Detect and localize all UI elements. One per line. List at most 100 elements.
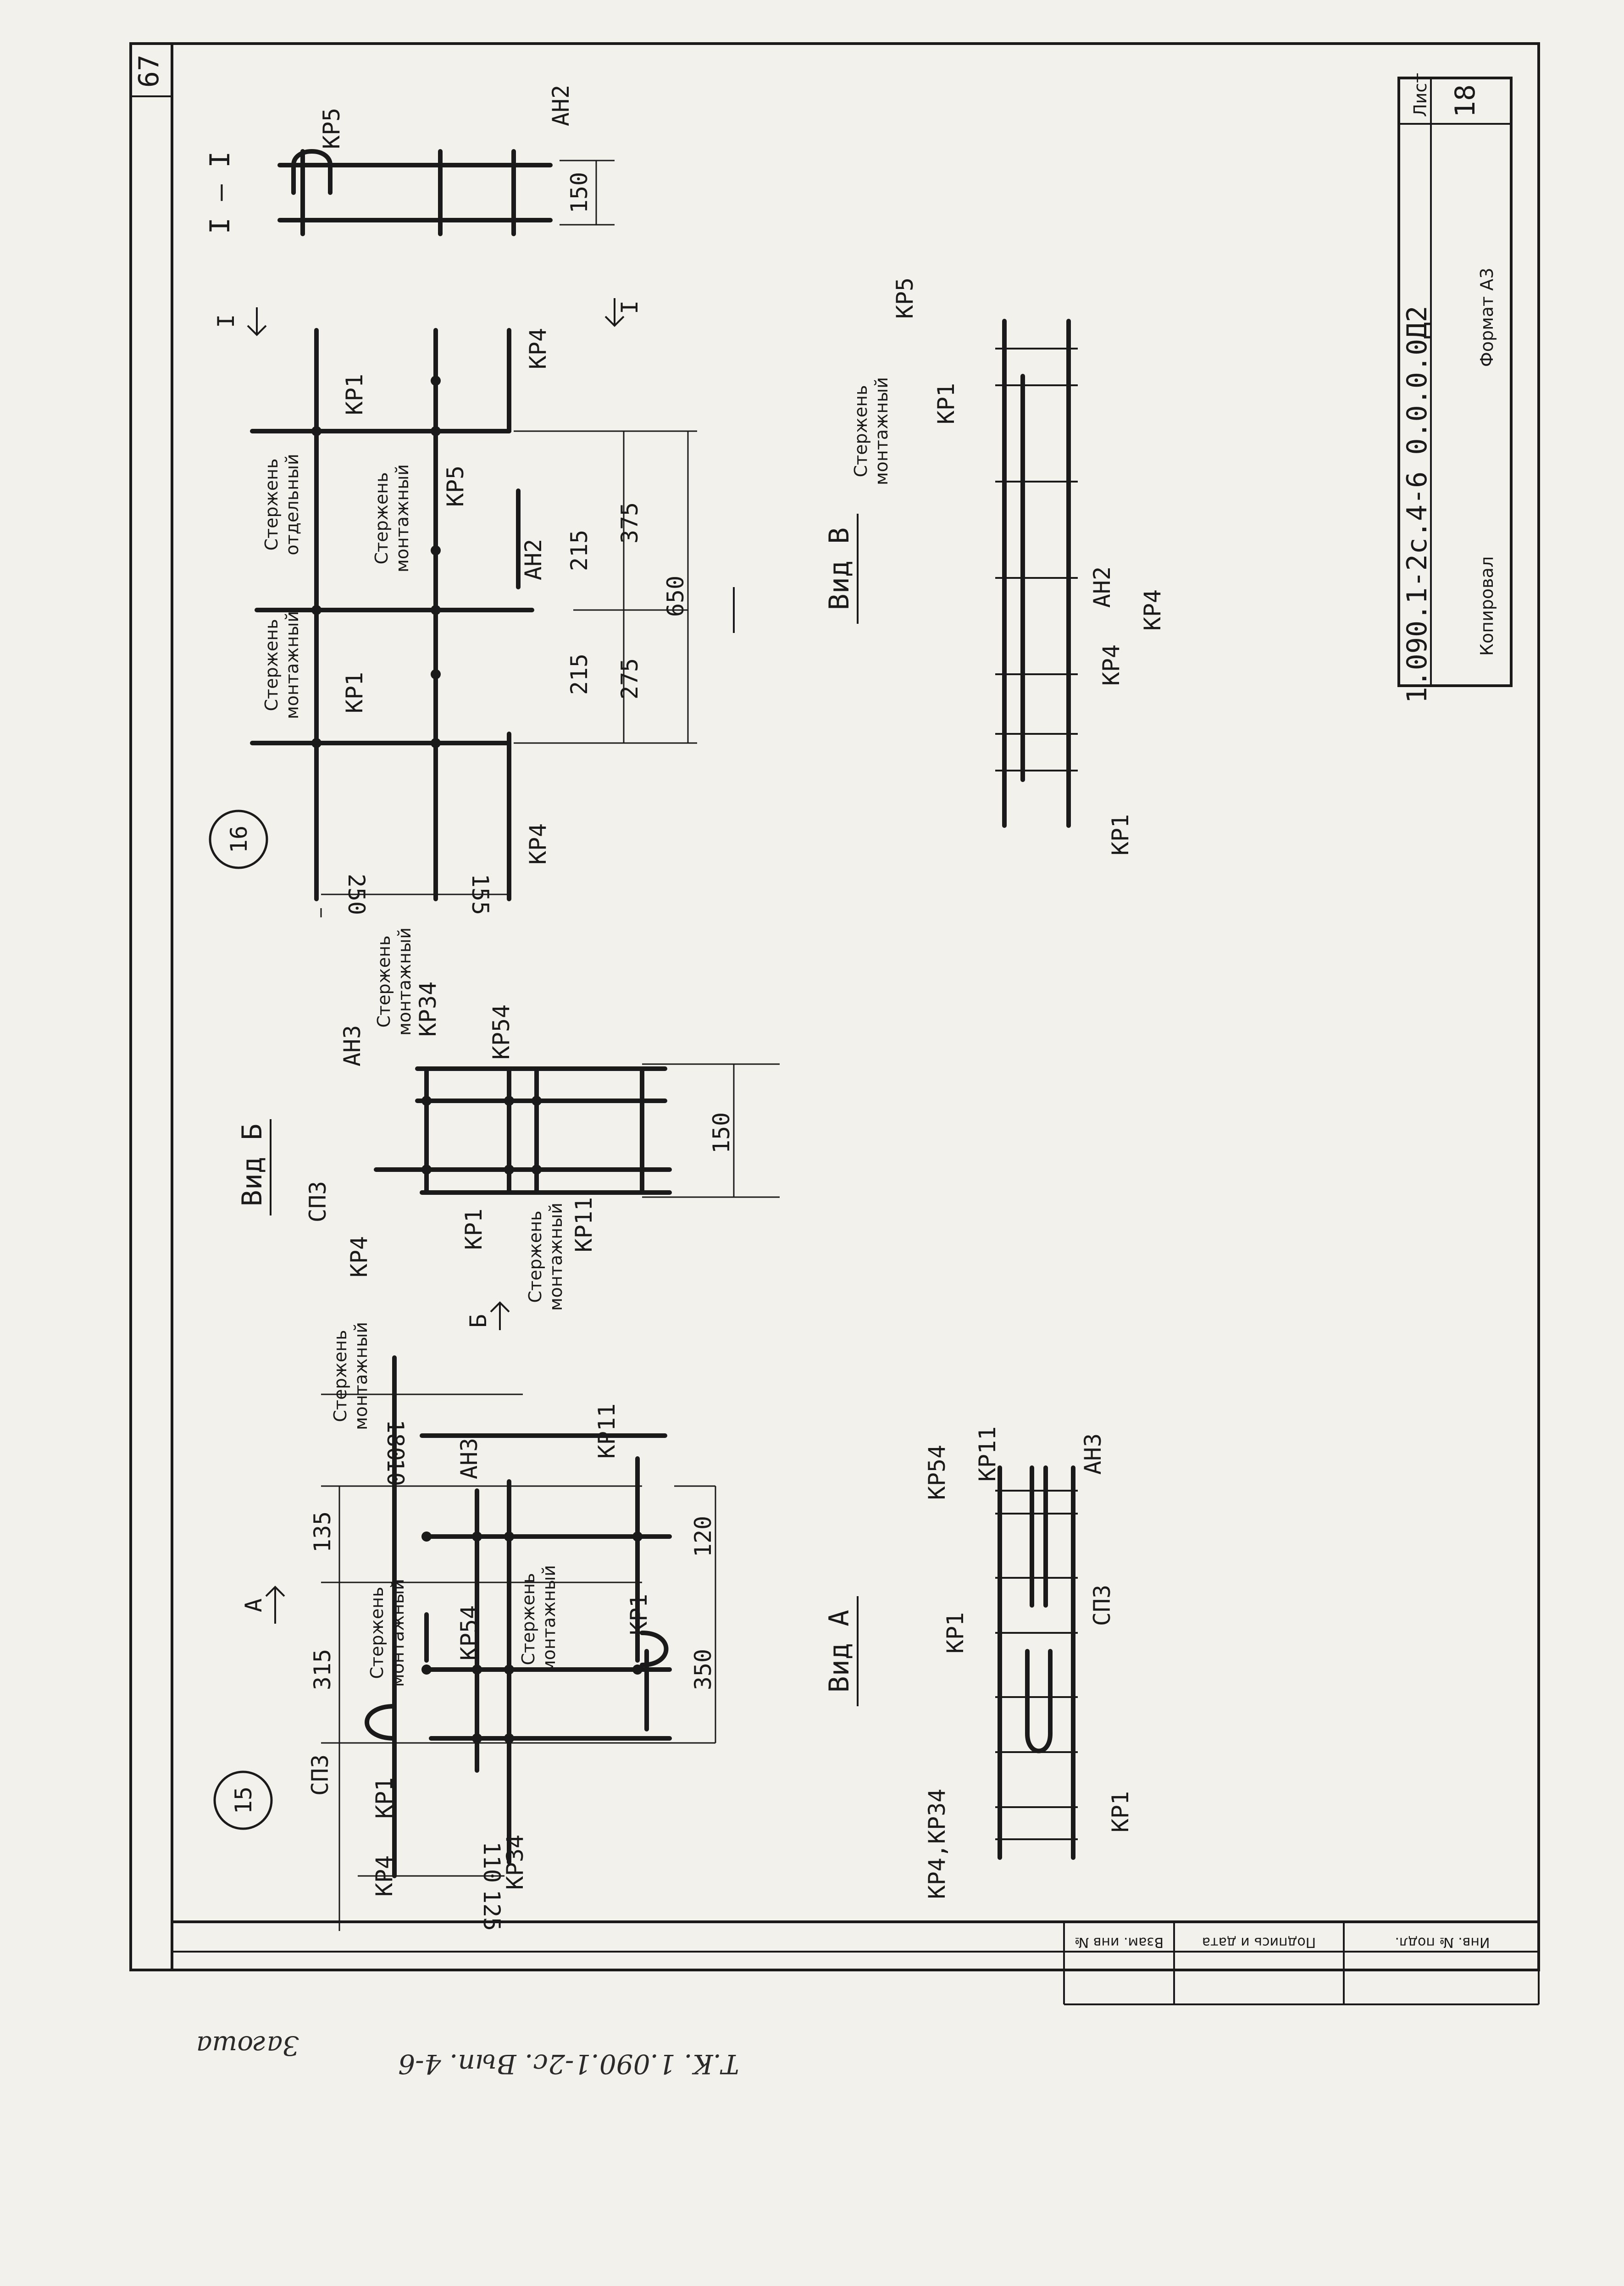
sheet-number: 18 bbox=[1449, 84, 1481, 117]
node-16-kr1-a: КР1 bbox=[341, 672, 368, 713]
node-15-rod3-line1: Стержень bbox=[330, 1330, 350, 1422]
title-block: 1.090.1-2с.4-6 0.0.0.0Д2 Лист 18 Копиров… bbox=[1401, 73, 1497, 704]
format-label: Формат А3 bbox=[1477, 268, 1497, 367]
node-16-rod3-line2: монтажный bbox=[392, 464, 412, 572]
node-16-dim-650: 650 bbox=[662, 576, 689, 617]
node-16-rod3-line1: Стержень bbox=[371, 472, 392, 564]
view-v: Вид В Стержень монтажный КР1 КР5 АН2 КР4… bbox=[823, 277, 1166, 855]
view-a-an3: АН3 bbox=[1080, 1433, 1106, 1475]
view-v-an2: АН2 bbox=[1089, 566, 1115, 608]
node-15-dim-135: 135 bbox=[309, 1511, 336, 1553]
sheet-frame bbox=[129, 42, 1540, 2005]
section-1-1: I – I КР5 АН2 150 bbox=[204, 85, 615, 236]
node-15-rod1-line1: Стержень bbox=[367, 1587, 387, 1679]
node-15-kr1-a: КР1 bbox=[371, 1777, 398, 1819]
node-15-kr34: КР34 bbox=[502, 1835, 528, 1890]
view-a-kr1-a: КР1 bbox=[942, 1612, 969, 1653]
node-15-rod3-line2: монтажный bbox=[351, 1322, 371, 1430]
view-b: Вид Б СП3 КР4 АН3 Стержень монтажный КР3… bbox=[236, 927, 780, 1330]
node-15-kr54: КР54 bbox=[456, 1605, 482, 1660]
node-15-dim-125: 125 bbox=[478, 1890, 505, 1931]
node-15: 15 СП3 КР1 КР4 bbox=[213, 1322, 716, 1931]
node-16-rod2-line2: отдельный bbox=[282, 454, 302, 555]
node-15-dim-120: 120 bbox=[690, 1516, 716, 1557]
node-16-rod2-line1: Стержень bbox=[261, 458, 282, 550]
view-b-rod1-line2: монтажный bbox=[394, 927, 415, 1036]
node-16-section-b-icon bbox=[604, 298, 625, 327]
node-16-dim-155: 155 bbox=[467, 874, 493, 915]
node-16-dim-215-b: 215 bbox=[566, 530, 593, 571]
node-15-kr4: КР4 bbox=[371, 1855, 398, 1897]
view-a-title: Вид А bbox=[823, 1610, 855, 1693]
section-1-1-kr5: КР5 bbox=[318, 108, 345, 149]
node-16: 16 Стержень монтажный КР1 Стержень отдел… bbox=[209, 298, 735, 917]
view-b-title: Вид Б bbox=[236, 1124, 268, 1207]
view-b-kr34: КР34 bbox=[415, 982, 441, 1037]
view-b-rod2-line1: Стержень bbox=[525, 1210, 545, 1303]
view-a-kr54: КР54 bbox=[924, 1445, 950, 1500]
node-15-dim-180: 180 bbox=[382, 1420, 409, 1461]
view-b-an3: АН3 bbox=[339, 1025, 366, 1066]
node-16-number: 16 bbox=[226, 826, 252, 853]
node-16-dim-250: 250 bbox=[343, 874, 370, 915]
node-15-number: 15 bbox=[230, 1787, 257, 1814]
node-15-kr1-b: КР1 bbox=[626, 1594, 652, 1635]
node-16-badge bbox=[209, 810, 268, 869]
node-15-rod1-line2: монтажный bbox=[388, 1579, 408, 1687]
view-a-kr1-b: КР1 bbox=[1107, 1791, 1134, 1832]
view-v-rod-line2: монтажный bbox=[871, 377, 892, 485]
view-b-dim-150: 150 bbox=[708, 1112, 735, 1154]
view-v-kr4-a: КР4 bbox=[1139, 589, 1166, 631]
view-b-rod1-line1: Стержень bbox=[374, 935, 394, 1027]
node-15-kr11: КР11 bbox=[593, 1404, 620, 1459]
node-16-kr4-a: КР4 bbox=[525, 328, 551, 369]
view-v-kr4-b: КР4 bbox=[1098, 644, 1125, 686]
view-v-title: Вид В bbox=[823, 527, 855, 610]
view-b-kr1: КР1 bbox=[460, 1209, 487, 1250]
copied-label: Копировал bbox=[1477, 556, 1497, 656]
node-16-kr5: КР5 bbox=[442, 466, 469, 507]
stamp-vzam-inv: Взам. инв № bbox=[1075, 1934, 1164, 1950]
node-16-section-a: I bbox=[213, 314, 239, 328]
view-a: Вид А КР4,КР34 КР1 КР54 КР11 АН3 СП3 КР1 bbox=[823, 1426, 1134, 1899]
node-15-rod2-line1: Стержень bbox=[518, 1573, 538, 1665]
node-16-dim-215-a: 215 bbox=[566, 654, 593, 695]
node-16-section-a-icon bbox=[247, 307, 267, 336]
node-16-rod1-line1: Стержень bbox=[261, 619, 282, 711]
view-b-arrow-label: Б bbox=[465, 1314, 492, 1328]
node-16-section-b: I bbox=[616, 300, 643, 314]
view-b-kr54: КР54 bbox=[488, 1004, 515, 1060]
view-a-sp3: СП3 bbox=[1089, 1585, 1115, 1626]
node-15-dim-350: 350 bbox=[690, 1649, 716, 1690]
node-15-badge bbox=[213, 1770, 273, 1830]
drawing-designation: 1.090.1-2с.4-6 0.0.0.0Д2 bbox=[1401, 306, 1433, 704]
view-v-kr1-b: КР1 bbox=[1107, 814, 1134, 855]
view-b-kr4: КР4 bbox=[346, 1236, 372, 1277]
node-15-rod2-line2: монтажный bbox=[539, 1565, 559, 1673]
stamp-signature-date: Подпись и дата bbox=[1202, 1934, 1316, 1950]
node-15-an3: АН3 bbox=[456, 1438, 482, 1479]
node-15-sp3: СП3 bbox=[307, 1754, 333, 1796]
bottom-handwritten-note: Т.К. 1.090.1-2с. Вып. 4-6 bbox=[398, 2048, 739, 2080]
view-a-kr4-kr34: КР4,КР34 bbox=[924, 1789, 950, 1899]
node-16-dim-375: 375 bbox=[616, 502, 643, 544]
node-16-an2: АН2 bbox=[520, 539, 547, 580]
node-15-dim-315: 315 bbox=[309, 1649, 336, 1690]
view-a-kr11: КР11 bbox=[974, 1426, 1001, 1481]
node-16-dim-275: 275 bbox=[616, 658, 643, 699]
section-1-1-an2: АН2 bbox=[548, 85, 574, 126]
node-16-kr4-b: КР4 bbox=[525, 823, 551, 865]
view-b-kr11: КР11 bbox=[571, 1197, 597, 1252]
view-v-kr5: КР5 bbox=[892, 277, 918, 319]
node-15-dim-10: 10 bbox=[382, 1459, 409, 1486]
view-v-kr1-a: КР1 bbox=[933, 383, 959, 424]
side-stamp: Инв. № подл. Подпись и дата Взам. инв № bbox=[1075, 1934, 1490, 1950]
section-1-1-dim-150: 150 bbox=[566, 172, 593, 213]
handwritten-signature: Загоша bbox=[196, 2030, 299, 2061]
stamp-inv-podl: Инв. № подл. bbox=[1395, 1934, 1490, 1950]
view-v-rod-line1: Стержень bbox=[851, 385, 871, 477]
node-15-dim-110: 110 bbox=[478, 1842, 505, 1883]
view-b-sp3: СП3 bbox=[305, 1181, 331, 1222]
